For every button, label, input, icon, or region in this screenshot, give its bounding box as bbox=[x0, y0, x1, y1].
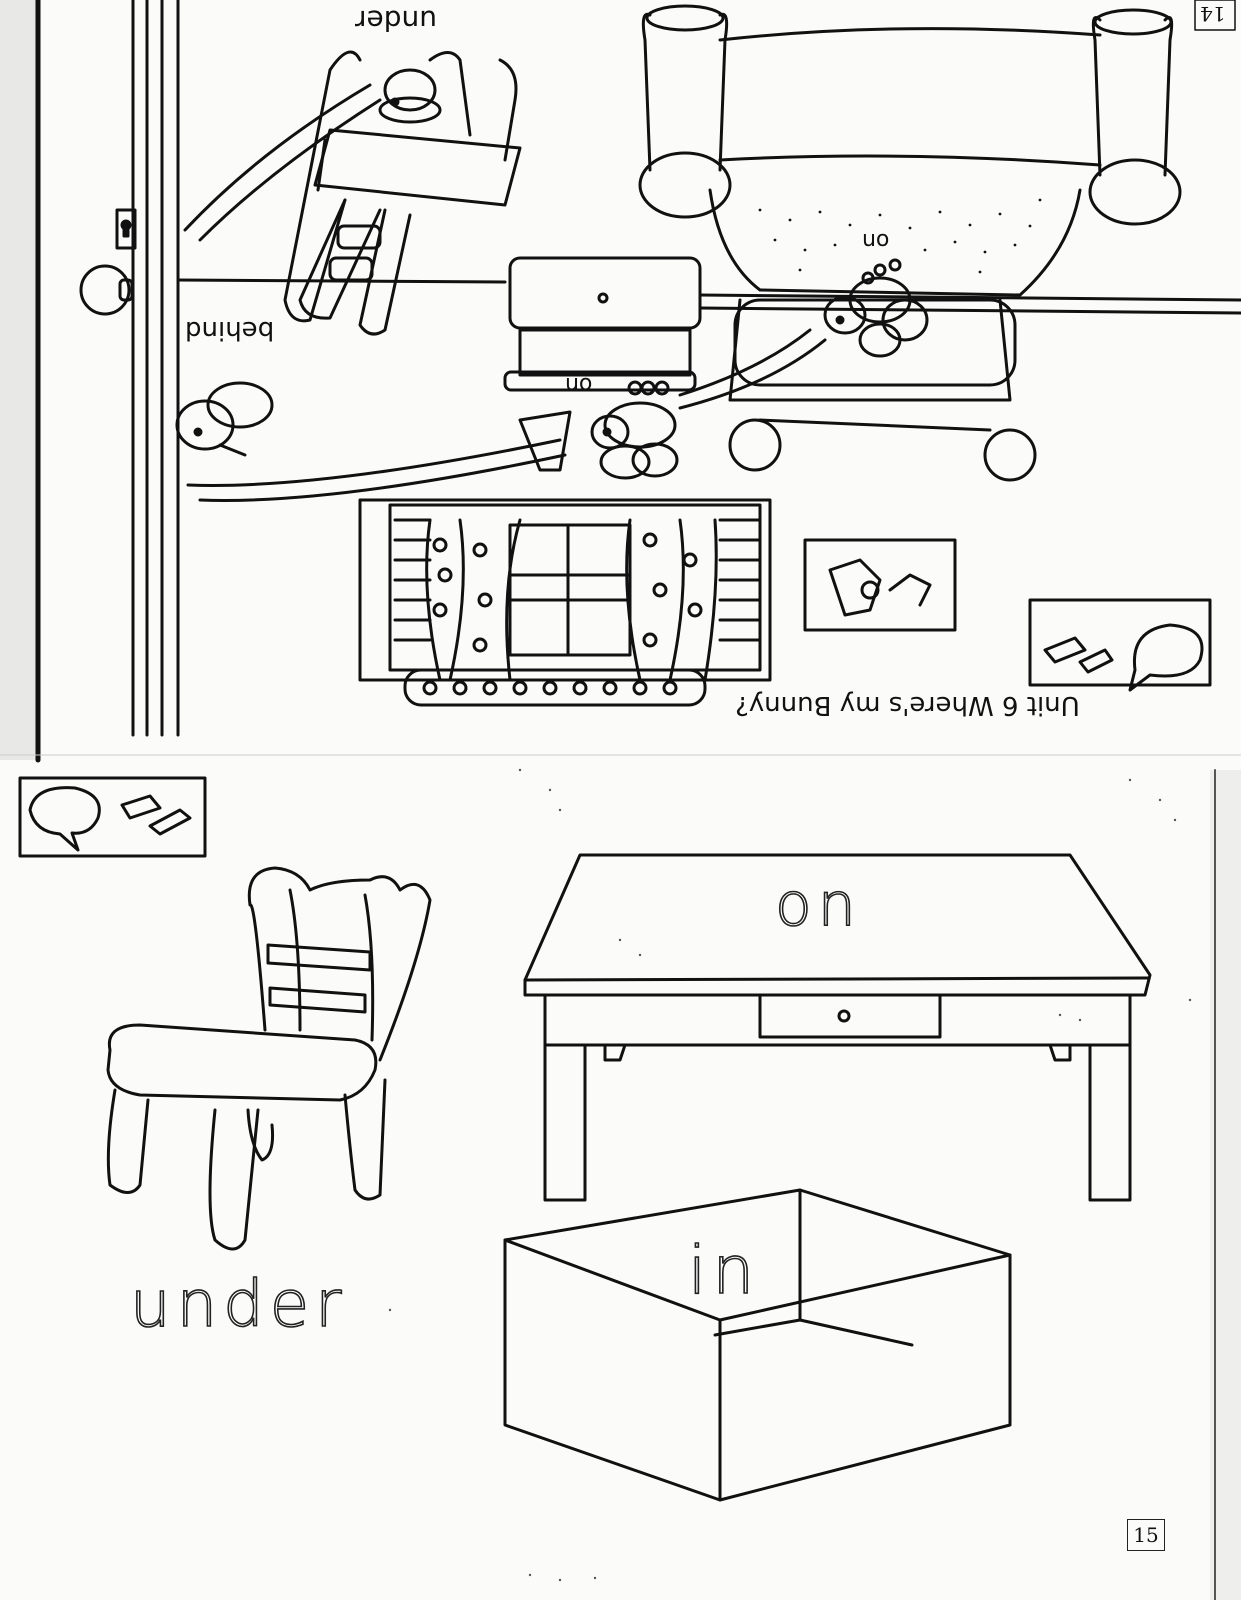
crayon-icon bbox=[1043, 636, 1087, 664]
bee-icon bbox=[175, 381, 274, 457]
page-number-14: 14 bbox=[1200, 2, 1226, 26]
bottom-icon-box bbox=[18, 776, 207, 858]
label-on-desk: on bbox=[565, 372, 593, 397]
label-under-top: under bbox=[355, 4, 438, 37]
trace-word-in: in bbox=[687, 1231, 761, 1310]
pencil-icon bbox=[1078, 648, 1114, 674]
bee-icon bbox=[378, 68, 442, 124]
trace-word-under: under bbox=[129, 1267, 348, 1343]
door-frame bbox=[131, 0, 180, 737]
top-icon-box bbox=[1028, 598, 1212, 692]
table bbox=[523, 853, 1152, 1202]
trace-word-on: on bbox=[774, 869, 862, 941]
speech-bubble-icon bbox=[1128, 623, 1204, 692]
top-page-art bbox=[0, 0, 1241, 763]
arrow-ribbon bbox=[183, 83, 372, 232]
picture-box bbox=[803, 538, 957, 632]
label-on-bed: on bbox=[862, 228, 890, 253]
bee-icon bbox=[590, 401, 679, 480]
pencil-icon bbox=[148, 808, 192, 836]
chair-upside-down bbox=[283, 50, 522, 336]
wall-line-right bbox=[698, 293, 1241, 302]
bee-icon bbox=[823, 258, 929, 358]
label-behind-top: behind bbox=[185, 315, 275, 345]
speech-bubble-icon bbox=[28, 786, 101, 852]
unit-title: Unit 6 Where's my Bunny? bbox=[735, 690, 1080, 720]
scan-dots bbox=[388, 768, 1192, 1582]
door-knob bbox=[79, 208, 137, 316]
chair bbox=[106, 866, 432, 1251]
box bbox=[503, 1188, 1012, 1502]
bottom-page-art bbox=[18, 768, 1241, 1600]
bed-dots bbox=[758, 198, 1042, 274]
window bbox=[358, 498, 772, 707]
desk-upside-down bbox=[503, 256, 702, 472]
bed-upside-down bbox=[638, 4, 1182, 482]
page-number-15: 15 bbox=[1127, 1519, 1165, 1551]
crayon-icon bbox=[120, 794, 162, 820]
page-number-box bbox=[1194, 0, 1236, 31]
